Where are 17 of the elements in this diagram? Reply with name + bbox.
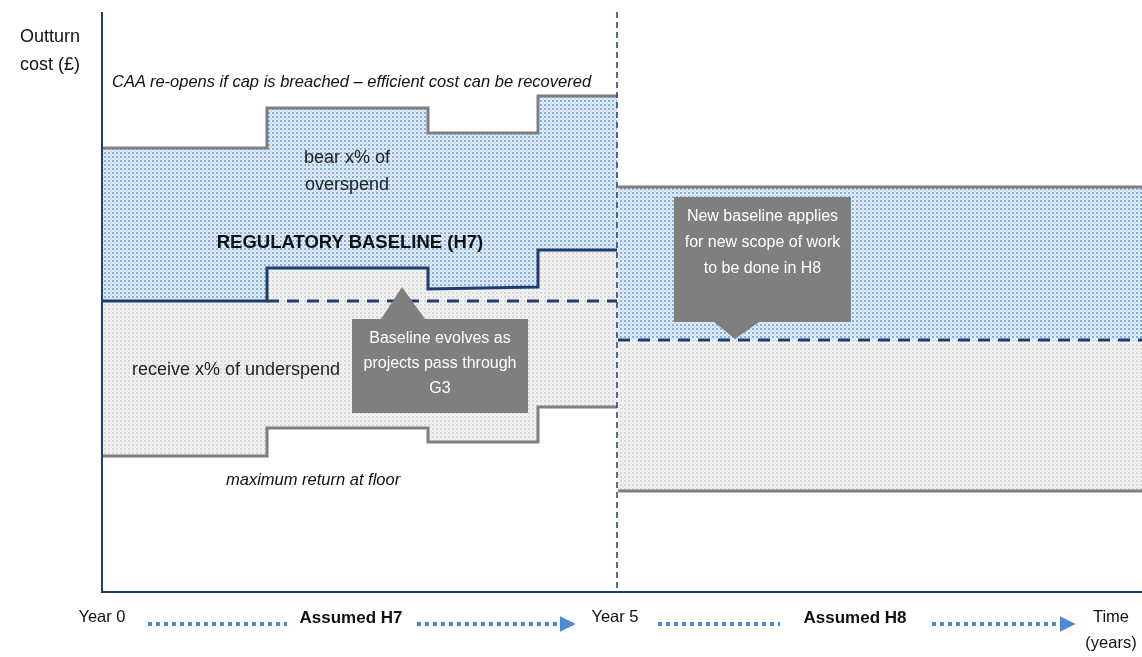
baseline-label: REGULATORY BASELINE (H7) (215, 230, 485, 254)
dotted-arrow (417, 616, 576, 632)
axis-title: Outturn cost (£) (19, 25, 81, 76)
timeline-label: Year 5 (582, 603, 648, 629)
callout-box (674, 197, 851, 339)
annotation-text: maximum return at floor (226, 469, 402, 490)
band-label: bear x% of overspend (302, 146, 391, 196)
callout-text: Baseline evolves as projects pass through G3 (362, 328, 518, 398)
callout-text: New baseline applies for new scope of work to be done in H8 (683, 206, 842, 278)
timeline-label: Time (years) (1082, 603, 1140, 655)
timeline-label: Year 0 (66, 603, 138, 629)
dotted-arrow (932, 616, 1076, 632)
period-label: Assumed H8 (788, 606, 922, 630)
callout-box (352, 287, 528, 413)
band-label: receive x% of underspend (130, 358, 342, 381)
period-label: Assumed H7 (295, 606, 407, 630)
annotation-text: CAA re-opens if cap is breached – efficient cost can be recovered (112, 71, 593, 92)
